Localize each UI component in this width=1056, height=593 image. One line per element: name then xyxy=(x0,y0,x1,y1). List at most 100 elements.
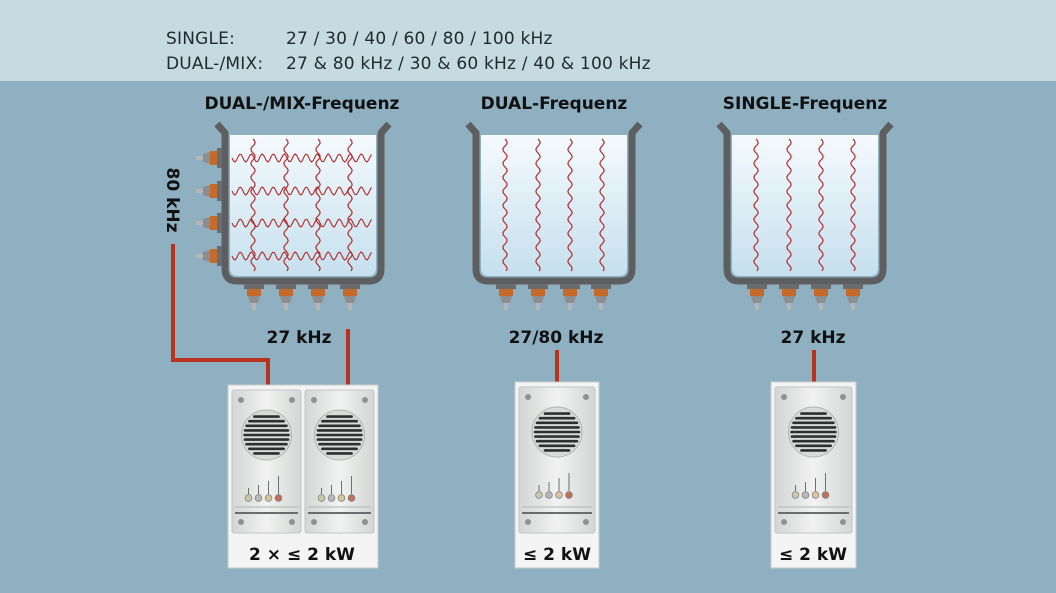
power-dual-mix: 2 × ≤ 2 kW xyxy=(249,545,355,565)
generators xyxy=(227,381,857,569)
transducer-body xyxy=(783,296,795,303)
tank-wall xyxy=(716,121,894,285)
wave-horizontal xyxy=(231,186,372,196)
wave-vertical xyxy=(347,138,353,272)
transducer-pin xyxy=(196,254,203,258)
power-dual: ≤ 2 kW xyxy=(523,545,591,565)
transducer-ring xyxy=(563,289,577,296)
transducer-body xyxy=(532,296,544,303)
transducer-body xyxy=(500,296,512,303)
transducer-pin xyxy=(504,303,508,310)
screw xyxy=(781,394,787,400)
wave-horizontal xyxy=(231,153,372,163)
screw xyxy=(840,394,846,400)
wave-vertical xyxy=(315,138,321,272)
indicator-led xyxy=(811,491,820,499)
wave-vertical xyxy=(599,138,605,272)
transducer-body xyxy=(203,185,210,197)
transducer-ring xyxy=(531,289,545,296)
transducer-body xyxy=(203,152,210,164)
single-label: SINGLE: xyxy=(166,29,236,49)
transducer-flange xyxy=(217,148,222,168)
screw xyxy=(311,519,317,525)
side-freq-label: 80 kHz xyxy=(162,167,182,233)
transducer-body xyxy=(847,296,859,303)
wave-vertical xyxy=(502,138,508,272)
transducer-flange xyxy=(747,284,767,289)
wave-horizontal xyxy=(231,218,372,228)
indicator-led xyxy=(244,494,253,502)
title-dual: DUAL-Frequenz xyxy=(480,94,628,114)
freq-dual-mix: 27 kHz xyxy=(266,328,332,348)
screw xyxy=(289,397,295,403)
transducer-pin xyxy=(568,303,572,310)
tank-dual-mix xyxy=(196,121,392,310)
single-values: 27 / 30 / 40 / 60 / 80 / 100 kHz xyxy=(286,29,553,49)
tanks xyxy=(196,121,894,310)
transducer-flange xyxy=(843,284,863,289)
transducer-pin xyxy=(348,303,352,310)
transducer-body xyxy=(203,217,210,229)
wave-vertical xyxy=(753,138,759,272)
transducer-pin xyxy=(819,303,823,310)
indicator-led xyxy=(821,491,830,499)
screw xyxy=(362,519,368,525)
transducer-flange xyxy=(811,284,831,289)
transducer-body xyxy=(312,296,324,303)
transducer-pin xyxy=(787,303,791,310)
indicator-led xyxy=(801,491,810,499)
transducer-flange xyxy=(276,284,296,289)
wave-vertical xyxy=(567,138,573,272)
transducer-body xyxy=(344,296,356,303)
transducer-ring xyxy=(311,289,325,296)
freq-dual: 27/80 kHz xyxy=(508,328,604,348)
indicator-led xyxy=(565,491,573,499)
title-single: SINGLE-Frequenz xyxy=(722,94,888,114)
indicator-led xyxy=(254,494,263,502)
screw xyxy=(362,397,368,403)
cables xyxy=(171,244,816,385)
wave-horizontal xyxy=(231,251,372,261)
transducer-pin xyxy=(196,221,203,225)
transducer-ring xyxy=(846,289,860,296)
dual-label: DUAL-/MIX: xyxy=(166,54,264,74)
indicator-led xyxy=(317,494,326,502)
power-single: ≤ 2 kW xyxy=(779,545,847,565)
screw xyxy=(583,519,589,525)
indicator-led xyxy=(535,491,543,499)
generator-dual-mix xyxy=(227,384,379,569)
screw xyxy=(781,519,787,525)
transducer-body xyxy=(203,250,210,262)
transducer-pin xyxy=(196,156,203,160)
indicator-led xyxy=(545,491,553,499)
transducer-ring xyxy=(210,216,217,230)
transducer-flange xyxy=(244,284,264,289)
screw xyxy=(840,519,846,525)
transducer-ring xyxy=(210,249,217,263)
tank-liquid xyxy=(230,135,376,276)
wave-vertical xyxy=(535,138,541,272)
tank-wall xyxy=(465,121,643,285)
indicator-led xyxy=(264,494,273,502)
transducer-flange xyxy=(779,284,799,289)
wave-vertical xyxy=(786,138,792,272)
transducer-ring xyxy=(499,289,513,296)
transducer-body xyxy=(751,296,763,303)
title-dual-mix: DUAL-/MIX-Frequenz xyxy=(204,94,400,114)
screw xyxy=(525,394,531,400)
generator-dual xyxy=(514,381,600,569)
transducer-pin xyxy=(284,303,288,310)
screw xyxy=(583,394,589,400)
screw xyxy=(289,519,295,525)
transducer-pin xyxy=(755,303,759,310)
screw xyxy=(238,397,244,403)
tank-liquid xyxy=(732,135,878,276)
transducer-ring xyxy=(279,289,293,296)
transducer-ring xyxy=(210,184,217,198)
indicator-led xyxy=(327,494,336,502)
transducer-pin xyxy=(316,303,320,310)
generator-single xyxy=(770,381,857,569)
tank-liquid xyxy=(481,135,627,276)
transducer-body xyxy=(280,296,292,303)
cable xyxy=(171,244,270,385)
